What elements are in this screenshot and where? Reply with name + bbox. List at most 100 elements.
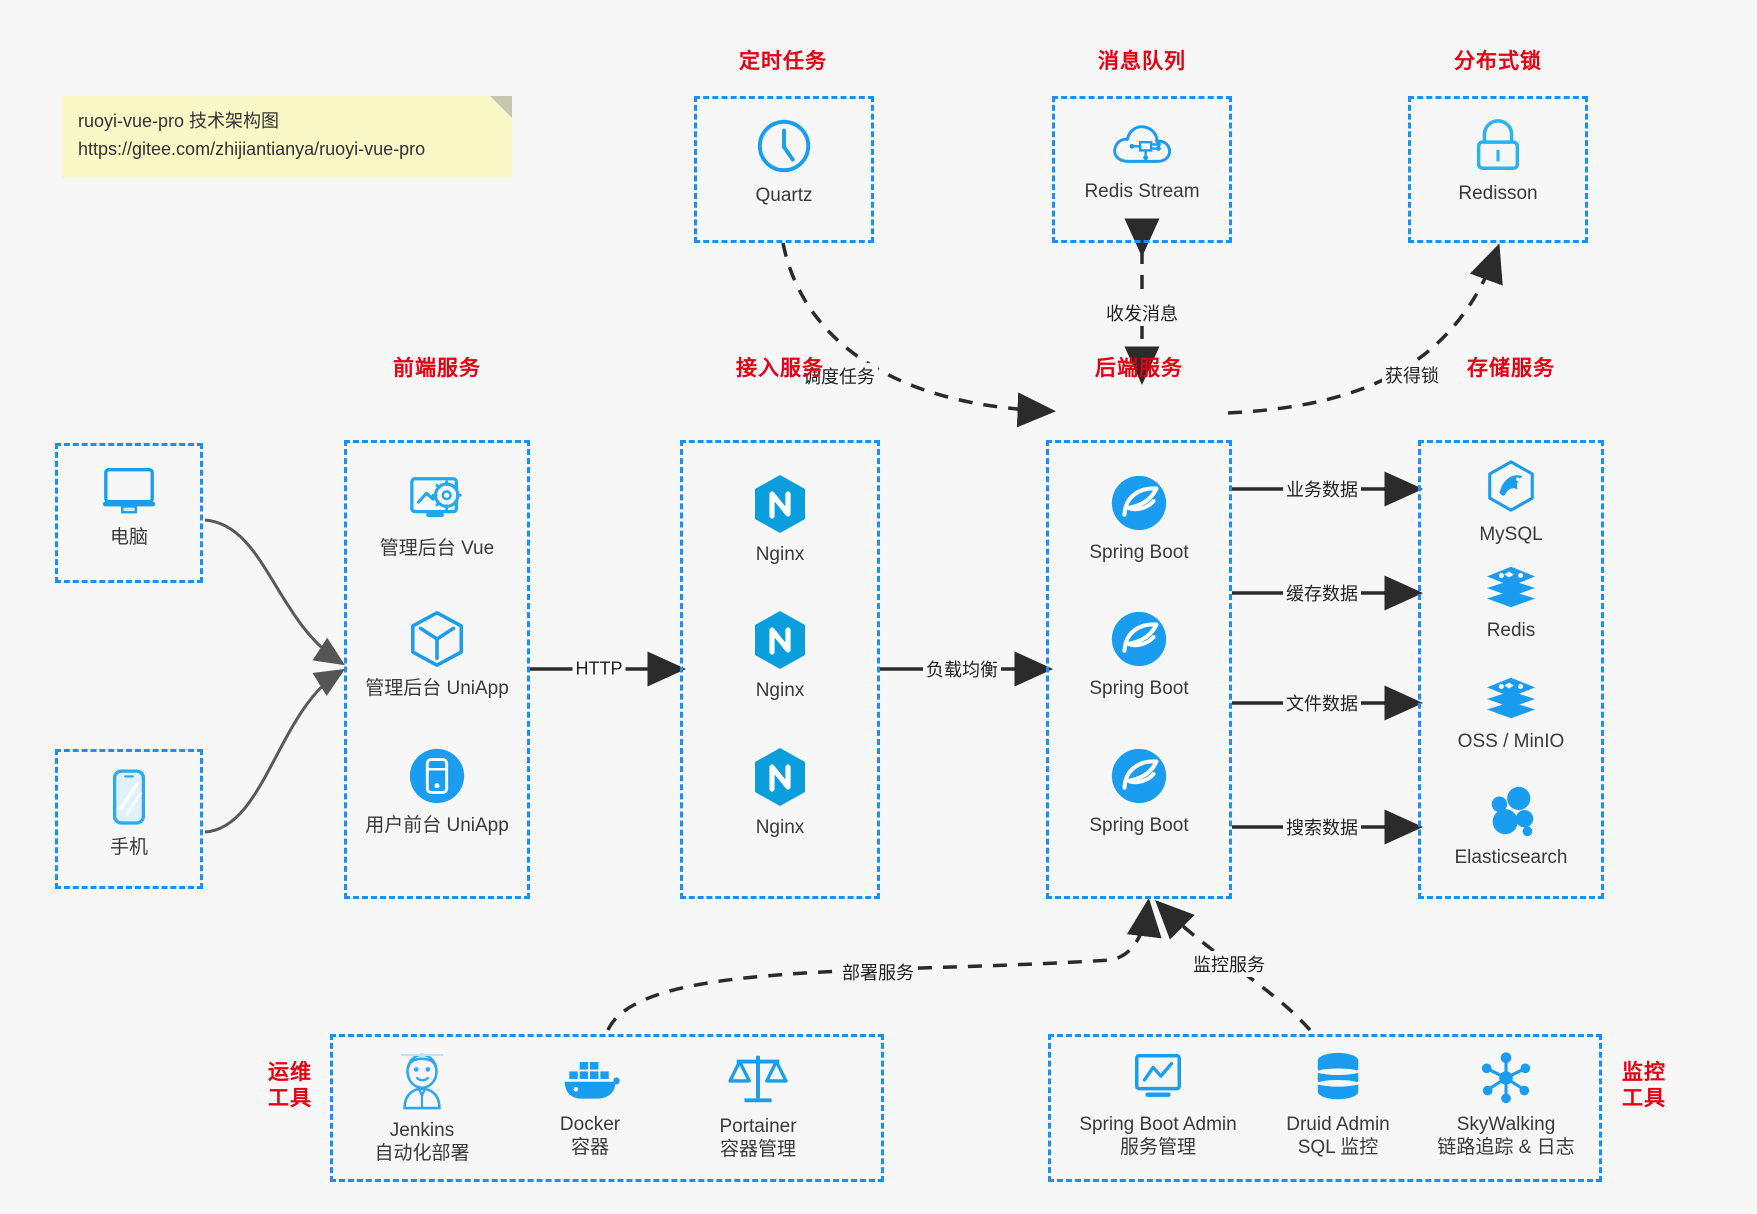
node-portainer[interactable]: Portainer 容器管理 bbox=[678, 1050, 838, 1161]
redis-stack-icon bbox=[1482, 673, 1540, 723]
node-label: 手机 bbox=[109, 837, 148, 858]
node-sublabel: SQL 监控 bbox=[1297, 1137, 1379, 1159]
caption-monitor-line1: 监控 bbox=[1622, 1061, 1666, 1084]
clock-icon bbox=[753, 115, 815, 177]
group-message-queue bbox=[1052, 96, 1232, 243]
node-desktop[interactable]: 电脑 bbox=[55, 461, 203, 549]
node-spring-boot-2[interactable]: Spring Boot bbox=[1046, 608, 1232, 700]
edge-label-deploy-service: 部署服务 bbox=[839, 959, 917, 985]
node-user-uniapp[interactable]: 用户前台 UniApp bbox=[344, 745, 530, 837]
group-distributed-lock bbox=[1408, 96, 1588, 243]
node-mysql[interactable]: MySQL bbox=[1418, 458, 1604, 546]
desktop-monitor-icon bbox=[97, 461, 161, 519]
caption-message-queue: 消息队列 bbox=[1098, 50, 1186, 73]
elasticsearch-icon bbox=[1482, 783, 1540, 839]
info-note: ruoyi-vue-pro 技术架构图 https://gitee.com/zh… bbox=[62, 96, 512, 178]
node-quartz[interactable]: Quartz bbox=[694, 115, 874, 207]
node-sublabel: 容器管理 bbox=[719, 1139, 796, 1161]
edge-label-business-data: 业务数据 bbox=[1283, 476, 1361, 502]
edge-label-load-balance: 负载均衡 bbox=[923, 656, 1001, 682]
edge-label-http: HTTP bbox=[572, 658, 626, 680]
edge-label-quartz-to-backend: 调度任务 bbox=[800, 363, 878, 389]
node-admin-uniapp[interactable]: 管理后台 UniApp bbox=[344, 608, 530, 700]
note-fold-corner bbox=[490, 96, 512, 118]
node-label: Redis Stream bbox=[1084, 181, 1200, 202]
group-monitor-tools bbox=[1048, 1034, 1602, 1182]
note-url: https://gitee.com/zhijiantianya/ruoyi-vu… bbox=[78, 138, 426, 159]
group-client-mobile bbox=[55, 749, 203, 889]
group-backend-service bbox=[1046, 440, 1232, 899]
spring-leaf-icon bbox=[1108, 745, 1170, 807]
caption-storage-service: 存储服务 bbox=[1467, 357, 1555, 380]
node-druid-admin[interactable]: Druid Admin SQL 监控 bbox=[1258, 1050, 1418, 1159]
node-label: Nginx bbox=[755, 544, 805, 565]
node-oss-minio[interactable]: OSS / MinIO bbox=[1418, 673, 1604, 753]
node-spring-boot-admin[interactable]: Spring Boot Admin 服务管理 bbox=[1058, 1050, 1258, 1159]
node-sublabel: 自动化部署 bbox=[374, 1143, 470, 1165]
scales-balance-icon bbox=[727, 1050, 789, 1108]
node-admin-vue[interactable]: 管理后台 Vue bbox=[344, 472, 530, 560]
node-label: Spring Boot bbox=[1089, 815, 1189, 836]
caption-devops-line2: 工具 bbox=[268, 1087, 312, 1111]
caption-access-service: 接入服务 bbox=[736, 357, 824, 380]
node-spring-boot-3[interactable]: Spring Boot bbox=[1046, 745, 1232, 837]
node-jenkins[interactable]: Jenkins 自动化部署 bbox=[342, 1050, 502, 1165]
node-label: Redisson bbox=[1458, 183, 1538, 204]
node-label: Nginx bbox=[755, 817, 805, 838]
node-skywalking[interactable]: SkyWalking 链路追踪 & 日志 bbox=[1418, 1050, 1594, 1159]
mobile-phone-icon bbox=[105, 767, 153, 829]
jenkins-butler-icon bbox=[393, 1050, 451, 1112]
node-sublabel: 服务管理 bbox=[1119, 1137, 1196, 1159]
caption-distributed-lock: 分布式锁 bbox=[1454, 50, 1542, 73]
node-redis-stream[interactable]: Redis Stream bbox=[1052, 115, 1232, 203]
node-redisson[interactable]: Redisson bbox=[1408, 115, 1588, 205]
edge-label-monitor-service: 监控服务 bbox=[1190, 951, 1268, 977]
spring-leaf-icon bbox=[1108, 472, 1170, 534]
node-elasticsearch[interactable]: Elasticsearch bbox=[1418, 783, 1604, 869]
node-label: Spring Boot bbox=[1089, 542, 1189, 563]
node-spring-boot-1[interactable]: Spring Boot bbox=[1046, 472, 1232, 564]
node-label: Portainer bbox=[719, 1116, 797, 1137]
group-devops-tools bbox=[330, 1034, 884, 1182]
group-storage-service bbox=[1418, 440, 1604, 899]
caption-scheduled-task: 定时任务 bbox=[739, 50, 827, 73]
edge-label-search-data: 搜索数据 bbox=[1283, 814, 1361, 840]
docker-whale-icon bbox=[559, 1050, 621, 1106]
skywalking-node-icon bbox=[1477, 1050, 1535, 1106]
nginx-icon bbox=[750, 472, 810, 536]
edge-label-cache-data: 缓存数据 bbox=[1283, 580, 1361, 606]
node-docker[interactable]: Docker 容器 bbox=[510, 1050, 670, 1159]
node-label: Docker bbox=[559, 1114, 621, 1135]
node-redis[interactable]: Redis bbox=[1418, 562, 1604, 642]
node-mobile[interactable]: 手机 bbox=[55, 767, 203, 859]
node-label: Redis bbox=[1486, 620, 1536, 641]
monitor-chart-icon bbox=[1129, 1050, 1187, 1106]
node-label: MySQL bbox=[1479, 524, 1543, 545]
node-label: 用户前台 UniApp bbox=[365, 815, 509, 836]
node-label: 管理后台 UniApp bbox=[365, 678, 509, 699]
node-label: Quartz bbox=[755, 185, 813, 206]
node-nginx-1[interactable]: Nginx bbox=[680, 472, 880, 566]
group-scheduled-task bbox=[694, 96, 874, 243]
node-nginx-3[interactable]: Nginx bbox=[680, 745, 880, 839]
caption-backend-service: 后端服务 bbox=[1095, 357, 1183, 380]
lock-icon bbox=[1469, 115, 1527, 175]
spring-leaf-icon bbox=[1108, 608, 1170, 670]
cloud-node-icon bbox=[1110, 115, 1174, 173]
app-circle-icon bbox=[406, 745, 468, 807]
group-client-desktop bbox=[55, 443, 203, 583]
node-sublabel: 链路追踪 & 日志 bbox=[1437, 1137, 1575, 1159]
node-label: Spring Boot bbox=[1089, 678, 1189, 699]
caption-devops-tools: 运维 工具 bbox=[258, 1060, 322, 1113]
mysql-dolphin-icon bbox=[1483, 458, 1539, 516]
node-label: Jenkins bbox=[389, 1120, 455, 1141]
node-nginx-2[interactable]: Nginx bbox=[680, 608, 880, 702]
caption-frontend-service: 前端服务 bbox=[393, 357, 481, 380]
node-label: Elasticsearch bbox=[1454, 847, 1568, 868]
node-label: OSS / MinIO bbox=[1457, 731, 1565, 752]
redis-stack-icon bbox=[1482, 562, 1540, 612]
database-cylinder-icon bbox=[1310, 1050, 1366, 1106]
node-label: SkyWalking bbox=[1456, 1114, 1556, 1135]
edge-label-mq-to-backend: 收发消息 bbox=[1103, 300, 1181, 326]
